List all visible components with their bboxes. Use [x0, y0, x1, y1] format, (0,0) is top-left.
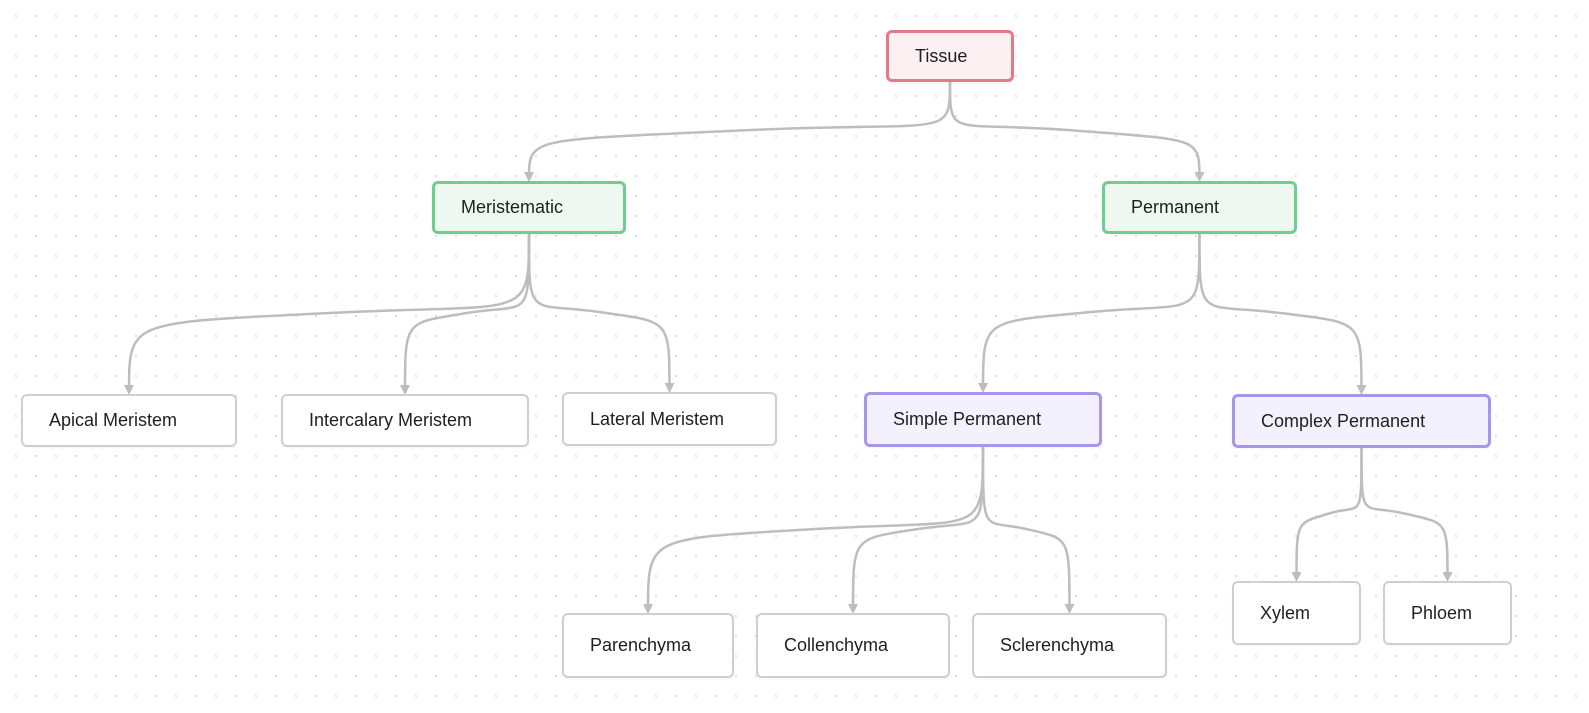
node-permanent[interactable]: Permanent [1102, 181, 1297, 234]
node-lateral-meristem[interactable]: Lateral Meristem [562, 392, 777, 446]
edge-meristematic-to-lateral [527, 233, 675, 393]
edge-meristematic-to-intercalary [400, 233, 531, 395]
edge-permanent-to-complex [1198, 233, 1367, 395]
node-meristematic[interactable]: Meristematic [432, 181, 626, 234]
node-label: Meristematic [461, 197, 564, 217]
node-sclerenchyma[interactable]: Sclerenchyma [972, 613, 1167, 678]
node-label: Xylem [1260, 602, 1311, 623]
node-label: Phloem [1411, 602, 1473, 623]
node-apical-meristem[interactable]: Apical Meristem [21, 394, 237, 447]
node-collenchyma[interactable]: Collenchyma [756, 613, 950, 678]
node-label: Apical Meristem [49, 410, 178, 430]
edge-simple-to-collenchyma [848, 446, 985, 614]
node-label: Lateral Meristem [590, 408, 725, 429]
node-label: Simple Permanent [893, 409, 1042, 429]
edge-meristematic-to-apical [124, 233, 531, 395]
node-label: Permanent [1131, 197, 1220, 217]
node-label: Sclerenchyma [1000, 635, 1115, 655]
edge-permanent-to-simple [978, 233, 1201, 393]
node-tissue[interactable]: Tissue [886, 30, 1014, 82]
edge-tissue-to-permanent [948, 81, 1205, 182]
node-parenchyma[interactable]: Parenchyma [562, 613, 734, 678]
edge-simple-to-sclerenchyma [981, 446, 1075, 614]
node-intercalary-meristem[interactable]: Intercalary Meristem [281, 394, 529, 447]
node-label: Tissue [915, 45, 968, 66]
node-label: Intercalary Meristem [309, 410, 473, 430]
node-complex-permanent[interactable]: Complex Permanent [1232, 394, 1491, 448]
edge-complex-to-xylem [1291, 447, 1363, 582]
edge-simple-to-parenchyma [643, 446, 985, 614]
edge-complex-to-phloem [1360, 447, 1453, 582]
edge-tissue-to-meristematic [524, 81, 952, 182]
node-xylem[interactable]: Xylem [1232, 581, 1361, 645]
node-phloem[interactable]: Phloem [1383, 581, 1512, 645]
node-simple-permanent[interactable]: Simple Permanent [864, 392, 1102, 447]
node-label: Complex Permanent [1261, 410, 1426, 431]
node-label: Collenchyma [784, 635, 889, 655]
node-label: Parenchyma [590, 635, 692, 655]
